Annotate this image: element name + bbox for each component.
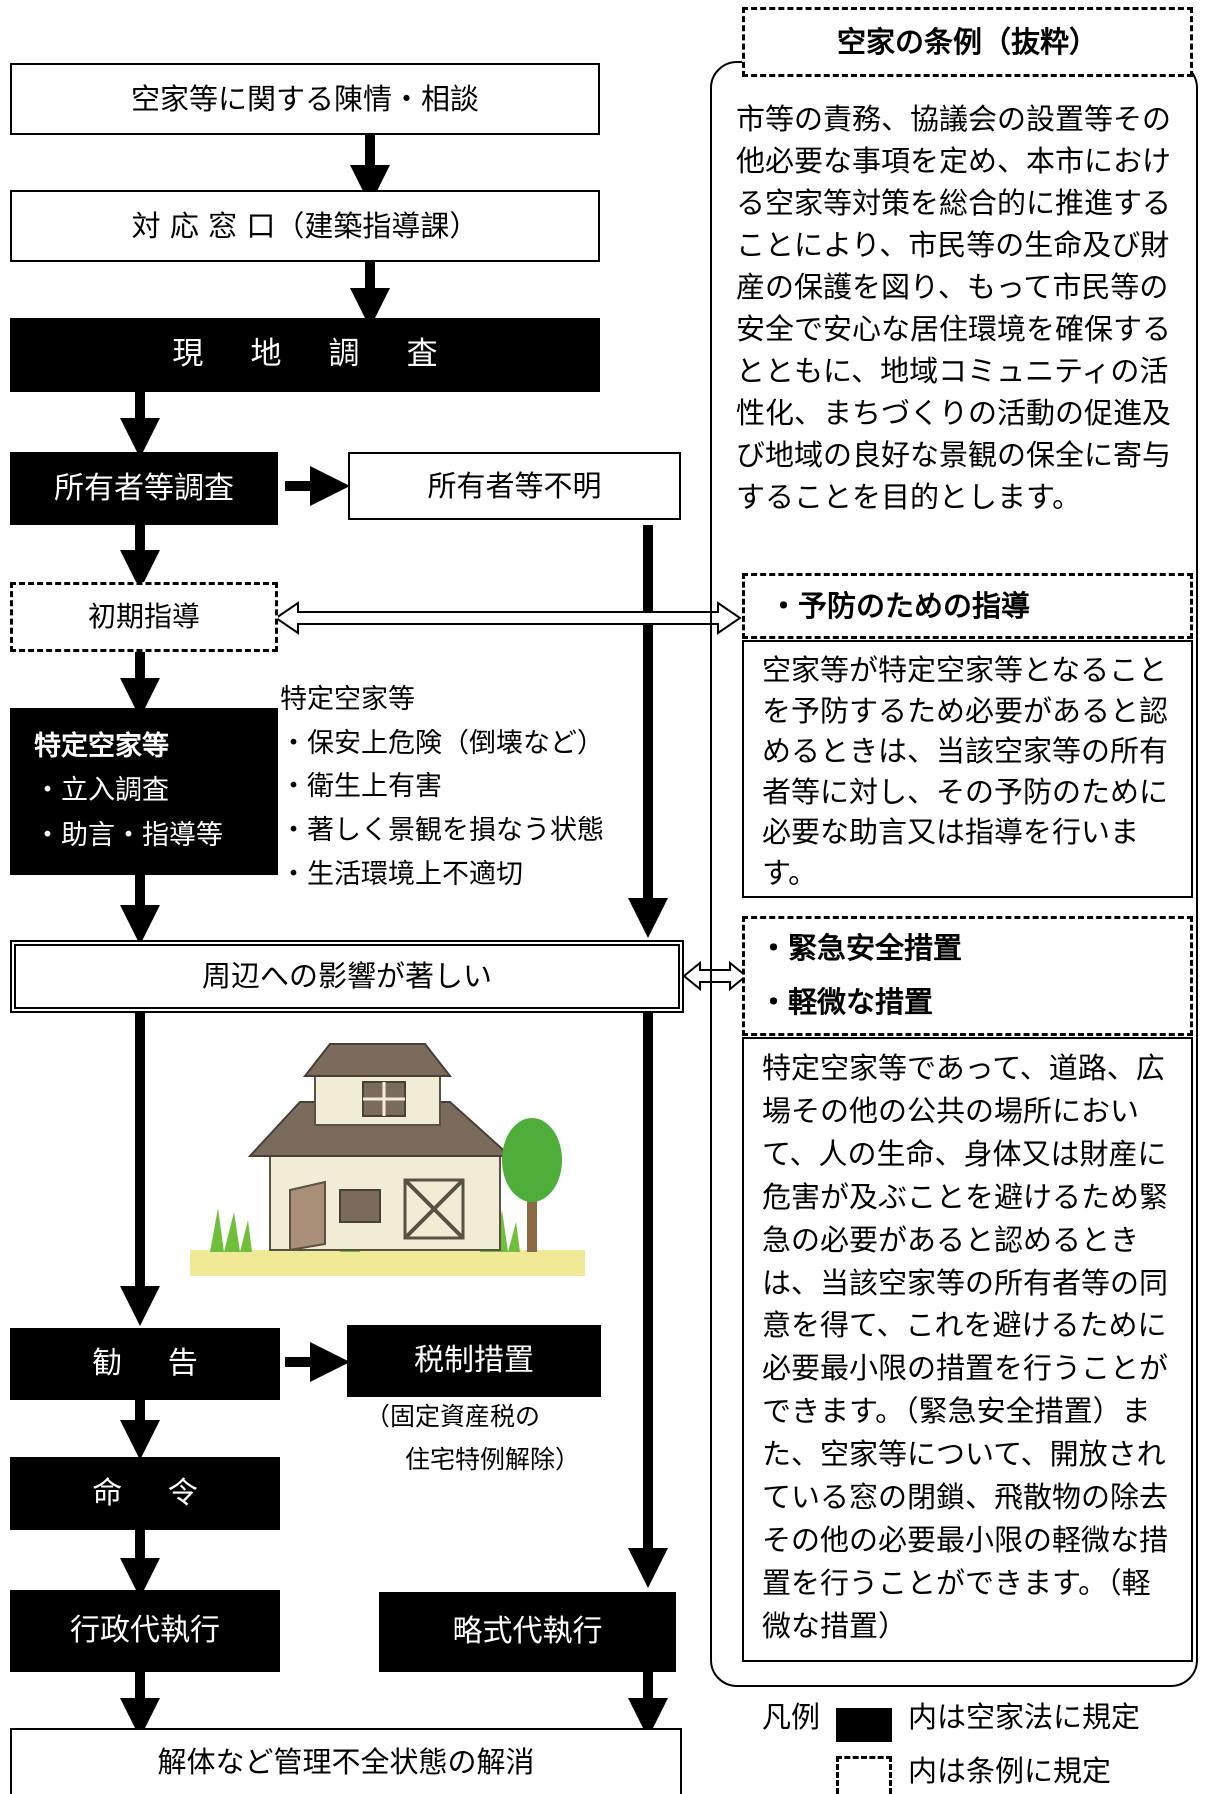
admin-execution-label: 行政代執行: [70, 1613, 220, 1648]
resolution-label: 解体など管理不全状態の解消: [157, 1744, 535, 1779]
criteria-item: ・著しく景観を損なう状態: [280, 815, 604, 847]
legend-label: 凡例: [762, 1700, 821, 1734]
ordinance-purpose-text: 市等の責務、協議会の設置等その他必要な事項を定め、本市における空家等対策を総合的…: [736, 102, 1172, 515]
counter-label: 対 応 窓 口（建築指導課）: [131, 208, 479, 243]
resolution-box: 解体など管理不全状態の解消: [10, 1728, 682, 1794]
owner-survey-label: 所有者等調査: [54, 470, 234, 506]
counter-box: 対 応 窓 口（建築指導課）: [10, 190, 600, 262]
site-survey-box: 現 地 調 査: [10, 318, 600, 392]
emergency-header-box: ・緊急安全措置 ・軽微な措置: [742, 916, 1193, 1036]
tax-note-line-1: （固定資産税の: [365, 1402, 541, 1431]
legend-law-text: 内は空家法に規定: [908, 1700, 1141, 1734]
house-upper-roof: [302, 1043, 453, 1077]
initial-guidance-box: 初期指導: [10, 582, 278, 652]
prevention-header-box: ・予防のための指導: [742, 573, 1193, 639]
order-label: 命 令: [92, 1475, 216, 1511]
prevention-text-box: 空家等が特定空家等となることを予防するため必要があると認めるときは、当該空家等の…: [742, 640, 1193, 898]
ordinance-title: 空家の条例（抜粋）: [836, 24, 1098, 59]
owner-unknown-label: 所有者等不明: [427, 468, 602, 503]
owner-survey-box: 所有者等調査: [10, 452, 278, 525]
emergency-title: ・緊急安全措置: [759, 931, 963, 966]
ordinance-title-box: 空家の条例（抜粋）: [742, 7, 1193, 77]
tax-measure-box: 税制措置: [347, 1325, 601, 1397]
recommendation-box: 勧 告: [10, 1328, 280, 1400]
specified-vacant-box: 特定空家等 ・立入調査 ・助言・指導等: [10, 708, 278, 875]
ground: [190, 1250, 585, 1276]
legend-black-swatch: [836, 1708, 892, 1742]
criteria-title: 特定空家等: [280, 684, 415, 715]
recommendation-label: 勧 告: [92, 1346, 216, 1381]
owner-unknown-box: 所有者等不明: [348, 452, 681, 520]
abandoned-house-illustration: [190, 1043, 585, 1276]
criteria-item: ・保安上危険（倒壊など）: [280, 727, 604, 759]
tree: [502, 1118, 562, 1252]
order-box: 命 令: [10, 1457, 280, 1530]
significant-impact-box: 周辺への影響が著しい: [10, 940, 684, 1013]
tax-note-line-2: 住宅特例解除）: [405, 1445, 581, 1474]
admin-execution-box: 行政代執行: [10, 1590, 280, 1672]
emergency-text: 特定空家等であって、道路、広場その他の公共の場所において、人の生命、身体又は財産…: [762, 1051, 1169, 1643]
broken-window: [339, 1189, 381, 1223]
emergency-text-box: 特定空家等であって、道路、広場その他の公共の場所において、人の生命、身体又は財産…: [742, 1037, 1193, 1662]
double-arrow-impact-emergency: [682, 960, 748, 992]
significant-impact-label: 周辺への影響が著しい: [201, 959, 492, 994]
broken-door: [289, 1180, 326, 1252]
site-survey-label: 現 地 調 査: [172, 336, 457, 373]
prevention-text: 空家等が特定空家等となることを予防するため必要があると認めるときは、当該空家等の…: [762, 653, 1169, 890]
initial-guidance-label: 初期指導: [87, 600, 200, 634]
specified-vacant-item-inspection: ・立入調査: [34, 775, 169, 807]
double-arrow-initial-prevention: [274, 601, 742, 635]
simplified-execution-box: 略式代執行: [379, 1592, 676, 1672]
simplified-execution-label: 略式代執行: [452, 1614, 603, 1649]
legend-ordinance-text: 内は条例に規定: [908, 1754, 1112, 1788]
tax-measure-label: 税制措置: [414, 1343, 534, 1378]
legend-dashed-swatch: [836, 1756, 892, 1794]
criteria-item: ・衛生上有害: [280, 771, 442, 803]
consult-label: 空家等に関する陳情・相談: [130, 81, 479, 116]
criteria-item: ・生活環境上不適切: [280, 858, 523, 890]
prevention-title: ・予防のための指導: [769, 588, 1031, 623]
specified-vacant-item-guidance: ・助言・指導等: [34, 819, 223, 851]
minor-measure-title: ・軽微な措置: [759, 985, 934, 1019]
specified-vacant-title: 特定空家等: [34, 730, 169, 762]
consult-box: 空家等に関する陳情・相談: [10, 63, 600, 135]
criteria-list: 特定空家等 ・保安上危険（倒壊など） ・衛生上有害 ・著しく景観を損なう状態 ・…: [280, 678, 604, 897]
